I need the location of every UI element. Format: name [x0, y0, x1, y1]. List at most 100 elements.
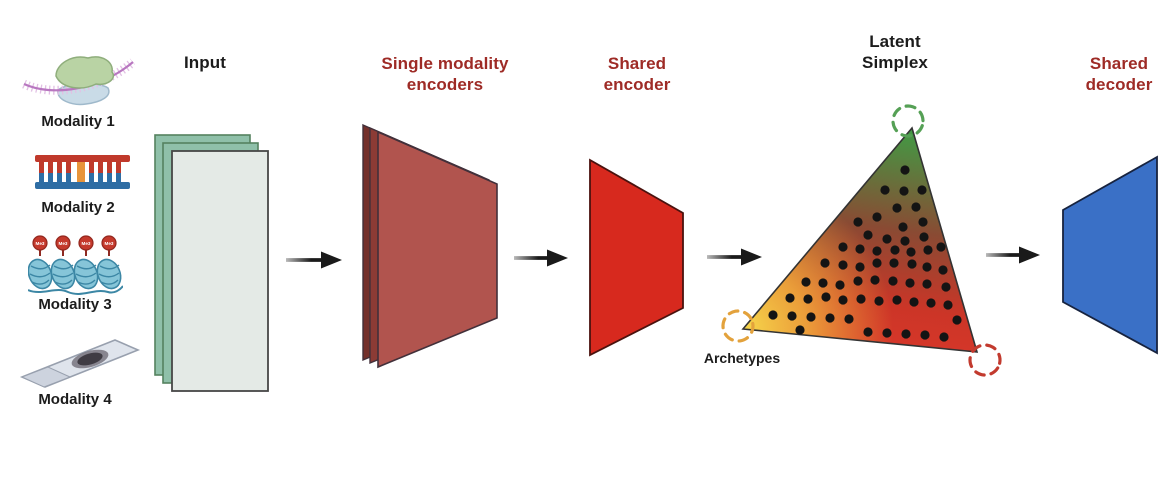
latent-embedding-dot	[874, 296, 884, 306]
latent-embedding-dot	[853, 217, 863, 227]
latent-embedding-dot	[936, 242, 946, 252]
latent-embedding-dot	[943, 300, 953, 310]
latent-embedding-dot	[892, 203, 902, 213]
latent-embedding-dot	[899, 186, 909, 196]
latent-embedding-dot	[768, 310, 778, 320]
input-sheet-front	[171, 150, 269, 392]
latent-embedding-dot	[872, 212, 882, 222]
shared-encoder-trapezoid	[589, 158, 684, 357]
modality-1-label: Modality 1	[41, 113, 115, 130]
me3-mark-label: Me3	[105, 241, 114, 246]
arrow-input-to-encoders	[286, 251, 342, 269]
single-modality-encoders-title: Single modality encoders	[381, 54, 509, 94]
latent-embedding-dot	[922, 262, 932, 272]
latent-embedding-dot	[880, 185, 890, 195]
shared-decoder-title: Shared decoder	[1085, 54, 1153, 94]
latent-embedding-dot	[900, 236, 910, 246]
latent-embedding-dot	[844, 314, 854, 324]
latent-embedding-dot	[923, 245, 933, 255]
latent-embedding-dot	[825, 313, 835, 323]
encoder-trapezoid-front	[377, 130, 498, 369]
latent-embedding-dot	[855, 262, 865, 272]
latent-embedding-dot	[801, 277, 811, 287]
latent-embedding-dot	[882, 328, 892, 338]
tissue-slide-icon	[19, 339, 141, 388]
arrow-encoders-to-shared-encoder	[514, 249, 568, 267]
latent-embedding-dot	[922, 279, 932, 289]
arrow-shared-encoder-to-simplex	[707, 248, 762, 266]
latent-embedding-dot	[795, 325, 805, 335]
latent-embedding-dot	[803, 294, 813, 304]
archetype-circle-orange	[721, 309, 755, 343]
latent-embedding-dot	[939, 332, 949, 342]
latent-embedding-dot	[838, 260, 848, 270]
dna-methylation-icon	[35, 155, 130, 189]
archetype-circle-red	[968, 343, 1002, 377]
slide-frosted-end	[20, 366, 72, 388]
latent-embedding-dot	[882, 234, 892, 244]
me3-mark-label: Me3	[36, 241, 45, 246]
archetypes-label: Archetypes	[703, 350, 781, 366]
latent-embedding-dot	[952, 315, 962, 325]
latent-embedding-dot	[853, 276, 863, 286]
latent-embedding-dot	[890, 245, 900, 255]
nucleosome-histone-icon: Me3 Me3 Me3 Me3	[28, 235, 123, 295]
latent-embedding-dot	[818, 278, 828, 288]
simplex-yellow-corner	[743, 128, 977, 352]
ribosome-icon	[22, 56, 135, 106]
latent-embedding-dot	[941, 282, 951, 292]
latent-embedding-dot	[820, 258, 830, 268]
latent-embedding-dot	[855, 244, 865, 254]
latent-embedding-dot	[863, 230, 873, 240]
latent-simplex-title: Latent Simplex	[862, 32, 928, 72]
latent-embedding-dot	[926, 298, 936, 308]
latent-embedding-dot	[909, 297, 919, 307]
latent-embedding-dot	[821, 292, 831, 302]
latent-embedding-dot	[938, 265, 948, 275]
latent-embedding-dot	[911, 202, 921, 212]
latent-embedding-dot	[870, 275, 880, 285]
latent-embedding-dot	[889, 258, 899, 268]
latent-embedding-dot	[898, 222, 908, 232]
modality-2-label: Modality 2	[41, 199, 115, 216]
latent-embedding-dot	[917, 185, 927, 195]
latent-embedding-dot	[872, 246, 882, 256]
latent-simplex-triangle	[741, 126, 979, 353]
methylated-site-rung	[77, 155, 85, 189]
latent-embedding-dot	[787, 311, 797, 321]
dna-rungs	[39, 162, 121, 184]
latent-embedding-dot	[888, 276, 898, 286]
nucleosome-units: Me3 Me3 Me3 Me3	[28, 235, 122, 290]
archetype-circle-green	[891, 104, 925, 138]
latent-embedding-dot	[905, 278, 915, 288]
arrow-simplex-to-decoder	[986, 246, 1040, 264]
shared-decoder-trapezoid	[1062, 155, 1158, 355]
latent-embedding-dot	[906, 247, 916, 257]
modality-3-label: Modality 3	[38, 296, 112, 313]
latent-embedding-dot	[872, 258, 882, 268]
latent-embedding-dot	[918, 217, 928, 227]
tissue-specimen	[77, 352, 103, 366]
shared-encoder-title: Shared encoder	[603, 54, 671, 94]
simplex-outline	[741, 126, 979, 353]
latent-embedding-dot	[907, 259, 917, 269]
dna-top-strand	[35, 155, 130, 162]
modality-4-label: Modality 4	[38, 391, 112, 408]
latent-embedding-dot	[835, 280, 845, 290]
me3-mark-label: Me3	[59, 241, 68, 246]
latent-embedding-dot	[838, 295, 848, 305]
latent-embedding-dot	[856, 294, 866, 304]
latent-embedding-dot	[892, 295, 902, 305]
latent-embedding-dot	[919, 232, 929, 242]
latent-embedding-dot	[901, 329, 911, 339]
latent-embedding-dot	[863, 327, 873, 337]
single-modality-encoders-stack	[362, 123, 498, 369]
dna-bottom-strand	[35, 182, 130, 189]
latent-embedding-dot	[838, 242, 848, 252]
input-sheet-stack	[154, 134, 269, 392]
me3-mark-label: Me3	[82, 241, 91, 246]
input-title: Input	[183, 53, 227, 72]
latent-embedding-dots	[768, 165, 962, 342]
